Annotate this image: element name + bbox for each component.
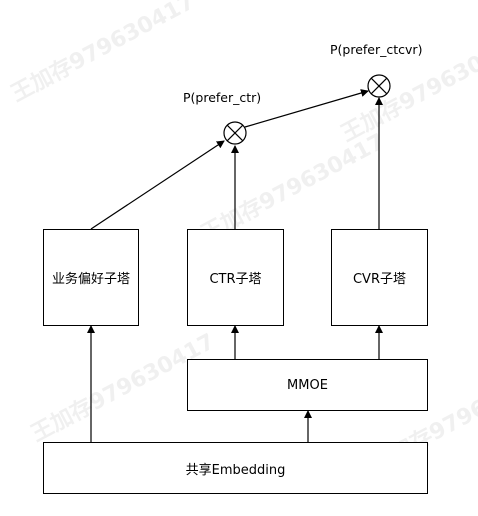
arrow-ctr-mult-to-ctcvr-mult <box>244 89 369 128</box>
pref-tower-node: 业务偏好子塔 <box>43 229 139 326</box>
output-label-ctcvr: P(prefer_ctcvr) <box>330 42 423 57</box>
mmoe-node: MMOE <box>187 359 428 411</box>
multiply-ctr-icon <box>223 121 247 145</box>
arrow-pref-to-ctr-mult <box>90 140 225 230</box>
cvr-tower-node: CVR子塔 <box>331 229 428 326</box>
multiply-ctcvr-icon <box>367 74 391 98</box>
embedding-node: 共享Embedding <box>43 442 428 494</box>
output-label-ctr: P(prefer_ctr) <box>183 90 262 105</box>
ctr-tower-node: CTR子塔 <box>187 229 284 326</box>
